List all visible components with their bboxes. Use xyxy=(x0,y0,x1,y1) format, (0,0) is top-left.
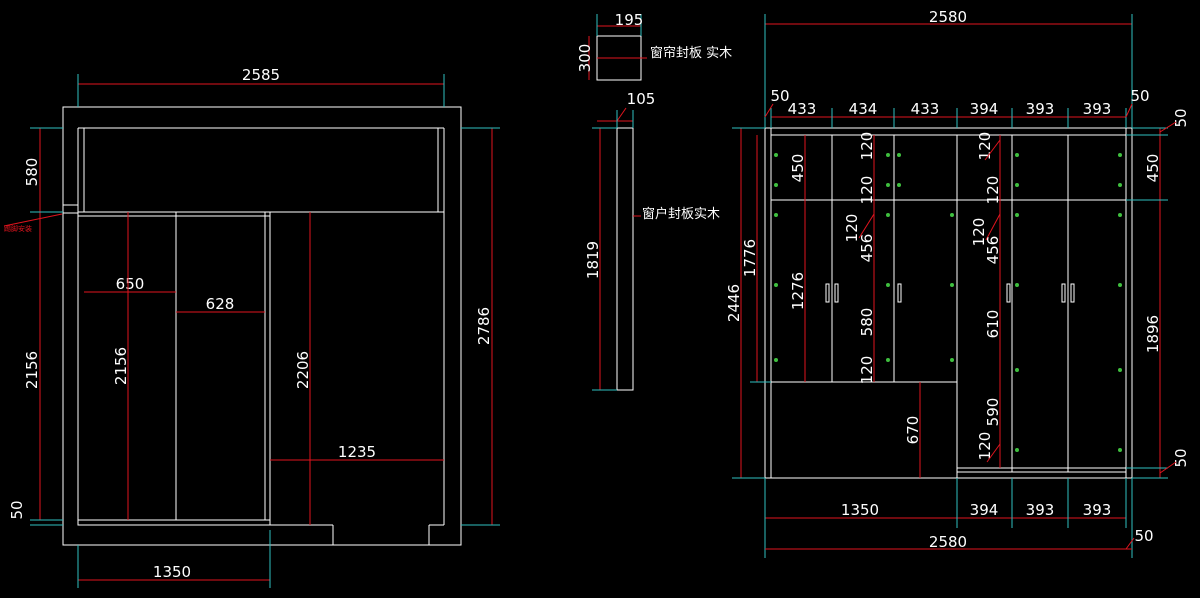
elev-120e: 120 xyxy=(976,132,994,161)
window-label: 窗户封板实木 xyxy=(642,206,720,222)
elev-top-col-6: 393 xyxy=(1083,100,1112,118)
plan-inner-650: 650 xyxy=(116,275,145,293)
curtain-width: 195 xyxy=(615,11,644,29)
hinge-dots xyxy=(774,153,1122,452)
plan-wardrobe-body xyxy=(77,211,271,526)
elev-bottom-col-1: 1350 xyxy=(841,501,879,519)
elev-top-right-50: 50 xyxy=(1130,87,1149,105)
window-height: 1819 xyxy=(584,241,602,279)
elev-top-total: 2580 xyxy=(929,8,967,26)
elev-bottom-col-4: 393 xyxy=(1083,501,1112,519)
elev-right-50b: 50 xyxy=(1172,448,1190,467)
elev-top-col-3: 433 xyxy=(911,100,940,118)
plan-inner-2206: 2206 xyxy=(294,351,312,389)
plan-bottom-1350: 1350 xyxy=(153,563,191,581)
elev-120d: 120 xyxy=(858,356,876,385)
window-width: 105 xyxy=(627,90,656,108)
elev-bottom-total: 2580 xyxy=(929,533,967,551)
elev-top-col-5: 393 xyxy=(1026,100,1055,118)
elev-right-50a: 50 xyxy=(1172,108,1190,127)
elev-bottom-50: 50 xyxy=(1134,527,1153,545)
elev-456a: 456 xyxy=(858,234,876,263)
elev-top-col-1: 433 xyxy=(788,100,817,118)
elev-590: 590 xyxy=(984,398,1002,427)
elev-120g: 120 xyxy=(970,218,988,247)
plan-inner-1235: 1235 xyxy=(338,443,376,461)
elev-1276: 1276 xyxy=(789,272,807,310)
elev-top-col-2: 434 xyxy=(849,100,878,118)
elev-120b: 120 xyxy=(858,176,876,205)
plan-left-2156: 2156 xyxy=(23,351,41,389)
elevation-view: 2580 433 434 433 394 393 393 50 50 2446 … xyxy=(725,8,1190,558)
left-plan-view: 2585 580 2156 50 踢脚安装 2786 650 628 2156 … xyxy=(3,66,500,588)
elev-120h: 120 xyxy=(976,432,994,461)
plan-inner-628: 628 xyxy=(206,295,235,313)
elev-right-450: 450 xyxy=(1144,154,1162,183)
plan-top-width: 2585 xyxy=(242,66,280,84)
elev-580: 580 xyxy=(858,308,876,337)
elevation-outer-frame xyxy=(764,127,1133,479)
elev-120c: 120 xyxy=(843,214,861,243)
elev-610: 610 xyxy=(984,310,1002,339)
curtain-height: 300 xyxy=(576,44,594,73)
elev-top-col-4: 394 xyxy=(970,100,999,118)
elev-left-1776: 1776 xyxy=(741,239,759,277)
plan-inner-2156: 2156 xyxy=(112,347,130,385)
elev-top-left-50: 50 xyxy=(770,87,789,105)
elev-456b: 456 xyxy=(984,236,1002,265)
elev-right-1896: 1896 xyxy=(1144,315,1162,353)
plan-left-580: 580 xyxy=(23,158,41,187)
elev-bottom-col-2: 394 xyxy=(970,501,999,519)
plan-small-red-label: 踢脚安装 xyxy=(4,224,32,233)
curtain-board-section: 195 300 窗帘封板 实木 xyxy=(576,11,732,81)
curtain-label: 窗帘封板 实木 xyxy=(650,45,732,61)
elev-120a: 120 xyxy=(858,132,876,161)
plan-left-50: 50 xyxy=(8,500,26,519)
elev-670: 670 xyxy=(904,416,922,445)
elev-120f: 120 xyxy=(984,176,1002,205)
elev-bottom-col-3: 393 xyxy=(1026,501,1055,519)
window-board-section: 105 1819 窗户封板实木 xyxy=(584,90,720,391)
elev-450a: 450 xyxy=(789,154,807,183)
plan-outer-frame xyxy=(62,106,462,546)
elev-left-2446: 2446 xyxy=(725,284,743,322)
plan-right-2786: 2786 xyxy=(475,307,493,345)
